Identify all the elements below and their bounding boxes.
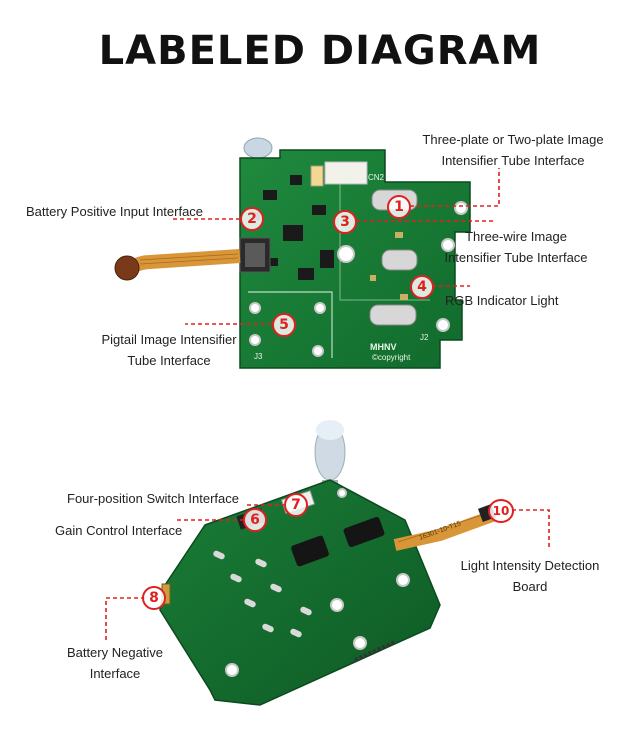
leader-lines bbox=[105, 168, 550, 640]
callout-marker-6: 6 bbox=[243, 508, 267, 532]
page-title: LABELED DIAGRAM bbox=[98, 28, 542, 74]
callout-marker-10: 10 bbox=[488, 499, 514, 523]
j1-label: J1 bbox=[342, 173, 351, 182]
brand-mark: MHNV bbox=[370, 342, 397, 352]
j3-label: J3 bbox=[254, 352, 263, 361]
label-battery-positive: Battery Positive Input Interface bbox=[26, 204, 204, 219]
callout-marker-1: 1 bbox=[387, 195, 411, 219]
callout-marker-4: 4 bbox=[410, 275, 434, 299]
label-rgb-indicator: RGB Indicator Light bbox=[445, 293, 559, 308]
copyright-mark: ©copyright bbox=[372, 353, 411, 362]
callout-marker-3: 3 bbox=[333, 210, 357, 234]
label-gain-control: Gain Control Interface bbox=[55, 523, 183, 538]
callout-marker-8: 8 bbox=[142, 586, 166, 610]
label-four-position-switch: Four-position Switch Interface bbox=[67, 491, 239, 506]
bottom-board: 16301-10-T15 bbox=[159, 420, 498, 706]
cn2-label: CN2 bbox=[368, 173, 385, 182]
callout-marker-5: 5 bbox=[272, 313, 296, 337]
callout-marker-2: 2 bbox=[240, 207, 264, 231]
callout-marker-7: 7 bbox=[284, 493, 308, 517]
j2-label: J2 bbox=[420, 333, 429, 342]
